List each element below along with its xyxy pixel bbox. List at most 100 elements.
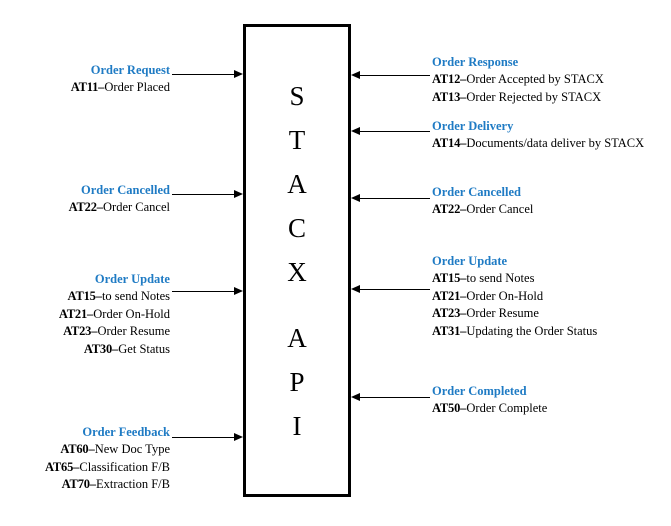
- item-dash: –: [112, 341, 119, 356]
- block-title: Order Update: [432, 254, 508, 268]
- item-code: AT21: [58, 306, 88, 321]
- right-block-order-update: Order Update AT15–to send Notes AT21–Ord…: [432, 253, 664, 340]
- item-dash: –: [460, 89, 467, 104]
- left-block-order-cancelled: Order Cancelled AT22–Order Cancel: [10, 182, 170, 217]
- item-text: New Doc Type: [94, 442, 170, 456]
- block-title: Order Request: [90, 63, 170, 77]
- item-dash: –: [460, 306, 467, 320]
- list-item: AT30–Get Status: [10, 341, 170, 359]
- right-block-order-completed: Order Completed AT50–Order Complete: [432, 383, 664, 418]
- connector-line-order-cancelled-right: [360, 198, 430, 199]
- item-code: AT15: [432, 271, 461, 285]
- list-item: AT22–Order Cancel: [432, 201, 664, 219]
- block-title: Order Cancelled: [81, 183, 170, 197]
- list-item: AT70–Extraction F/B: [10, 476, 170, 494]
- list-item: AT13–Order Rejected by STACX: [432, 89, 664, 107]
- list-item: AT60–New Doc Type: [10, 441, 170, 459]
- left-block-order-update: Order Update AT15–to send Notes AT21–Ord…: [10, 271, 170, 358]
- connector-line-order-update-right: [360, 289, 430, 290]
- item-code: AT15: [67, 289, 96, 303]
- item-dash: –: [73, 459, 80, 474]
- item-dash: –: [460, 401, 467, 415]
- item-code: AT70: [61, 477, 90, 491]
- item-code: AT12: [432, 72, 461, 86]
- left-block-order-feedback: Order Feedback AT60–New Doc Type AT65–Cl…: [10, 424, 170, 494]
- item-text: Order Accepted by STACX: [466, 72, 604, 86]
- item-text: Updating the Order Status: [466, 323, 598, 338]
- item-code: AT23: [63, 324, 92, 338]
- list-item: AT31–Updating the Order Status: [432, 323, 664, 341]
- item-dash: –: [95, 289, 102, 303]
- connector-line-order-completed: [360, 397, 430, 398]
- block-title: Order Completed: [432, 384, 527, 398]
- item-code: AT22: [432, 202, 461, 216]
- item-dash: –: [98, 80, 105, 94]
- list-item: AT14–Documents/data deliver by STACX: [432, 135, 664, 153]
- list-item: AT23–Order Resume: [10, 323, 170, 341]
- item-dash: –: [87, 306, 94, 321]
- connector-line-order-request: [172, 74, 234, 75]
- arrowhead-right-order-feedback: [234, 432, 243, 441]
- item-dash: –: [460, 323, 467, 338]
- item-dash: –: [96, 200, 104, 214]
- arrowhead-right-order-update-left: [234, 286, 243, 295]
- block-title: Order Feedback: [82, 425, 170, 439]
- item-text: Order Rejected by STACX: [466, 89, 602, 104]
- list-item: AT15–to send Notes: [432, 270, 664, 288]
- arrowhead-left-order-delivery: [351, 126, 360, 135]
- list-item: AT21–Order On-Hold: [432, 288, 664, 306]
- left-block-order-request: Order Request AT11–Order Placed: [10, 62, 170, 97]
- connector-line-order-cancelled-left: [172, 194, 234, 195]
- item-text: Order Resume: [97, 324, 170, 338]
- block-title: Order Delivery: [432, 119, 514, 133]
- list-item: AT65–Classification F/B: [10, 459, 170, 477]
- list-item: AT12–Order Accepted by STACX: [432, 71, 664, 89]
- item-text: Order On-Hold: [466, 288, 544, 303]
- item-code: AT21: [432, 288, 461, 303]
- item-code: AT22: [68, 200, 97, 214]
- item-code: AT31: [432, 323, 461, 338]
- connector-line-order-response: [360, 75, 430, 76]
- connector-line-order-feedback: [172, 437, 234, 438]
- item-text: Order Complete: [466, 401, 548, 415]
- right-block-order-response: Order Response AT12–Order Accepted by ST…: [432, 54, 664, 106]
- item-dash: –: [460, 271, 467, 285]
- item-dash: –: [460, 72, 467, 86]
- item-text: Order Placed: [104, 80, 170, 94]
- list-item: AT11–Order Placed: [10, 79, 170, 97]
- item-text: Order Cancel: [466, 202, 534, 216]
- list-item: AT15–to send Notes: [10, 288, 170, 306]
- item-code: AT23: [432, 306, 461, 320]
- item-text: Extraction F/B: [96, 477, 170, 491]
- item-text: Get Status: [118, 341, 170, 356]
- item-dash: –: [460, 202, 467, 216]
- connector-line-order-delivery: [360, 131, 430, 132]
- item-code: AT11: [70, 80, 99, 94]
- item-code: AT50: [432, 401, 461, 415]
- item-dash: –: [88, 442, 95, 456]
- block-title: Order Response: [432, 55, 519, 69]
- list-item: AT23–Order Resume: [432, 305, 664, 323]
- item-text: Order On-Hold: [93, 306, 170, 321]
- item-text: to send Notes: [101, 289, 170, 303]
- list-item: AT21–Order On-Hold: [10, 306, 170, 324]
- arrowhead-left-order-completed: [351, 392, 360, 401]
- item-dash: –: [91, 324, 98, 338]
- arrowhead-left-order-update-right: [351, 284, 360, 293]
- item-code: AT30: [83, 341, 113, 356]
- arrowhead-left-order-response: [351, 70, 360, 79]
- list-item: AT22–Order Cancel: [10, 199, 170, 217]
- item-text: Order Resume: [466, 306, 539, 320]
- item-code: AT14: [432, 136, 461, 150]
- item-code: AT60: [60, 442, 89, 456]
- item-text: Documents/data deliver by STACX: [466, 136, 645, 150]
- block-title: Order Cancelled: [432, 185, 521, 199]
- arrowhead-right-order-cancelled-left: [234, 189, 243, 198]
- item-dash: –: [460, 288, 467, 303]
- list-item: AT50–Order Complete: [432, 400, 664, 418]
- item-dash: –: [89, 477, 97, 491]
- item-code: AT65: [44, 459, 74, 474]
- block-title: Order Update: [94, 272, 170, 286]
- arrowhead-left-order-cancelled-right: [351, 193, 360, 202]
